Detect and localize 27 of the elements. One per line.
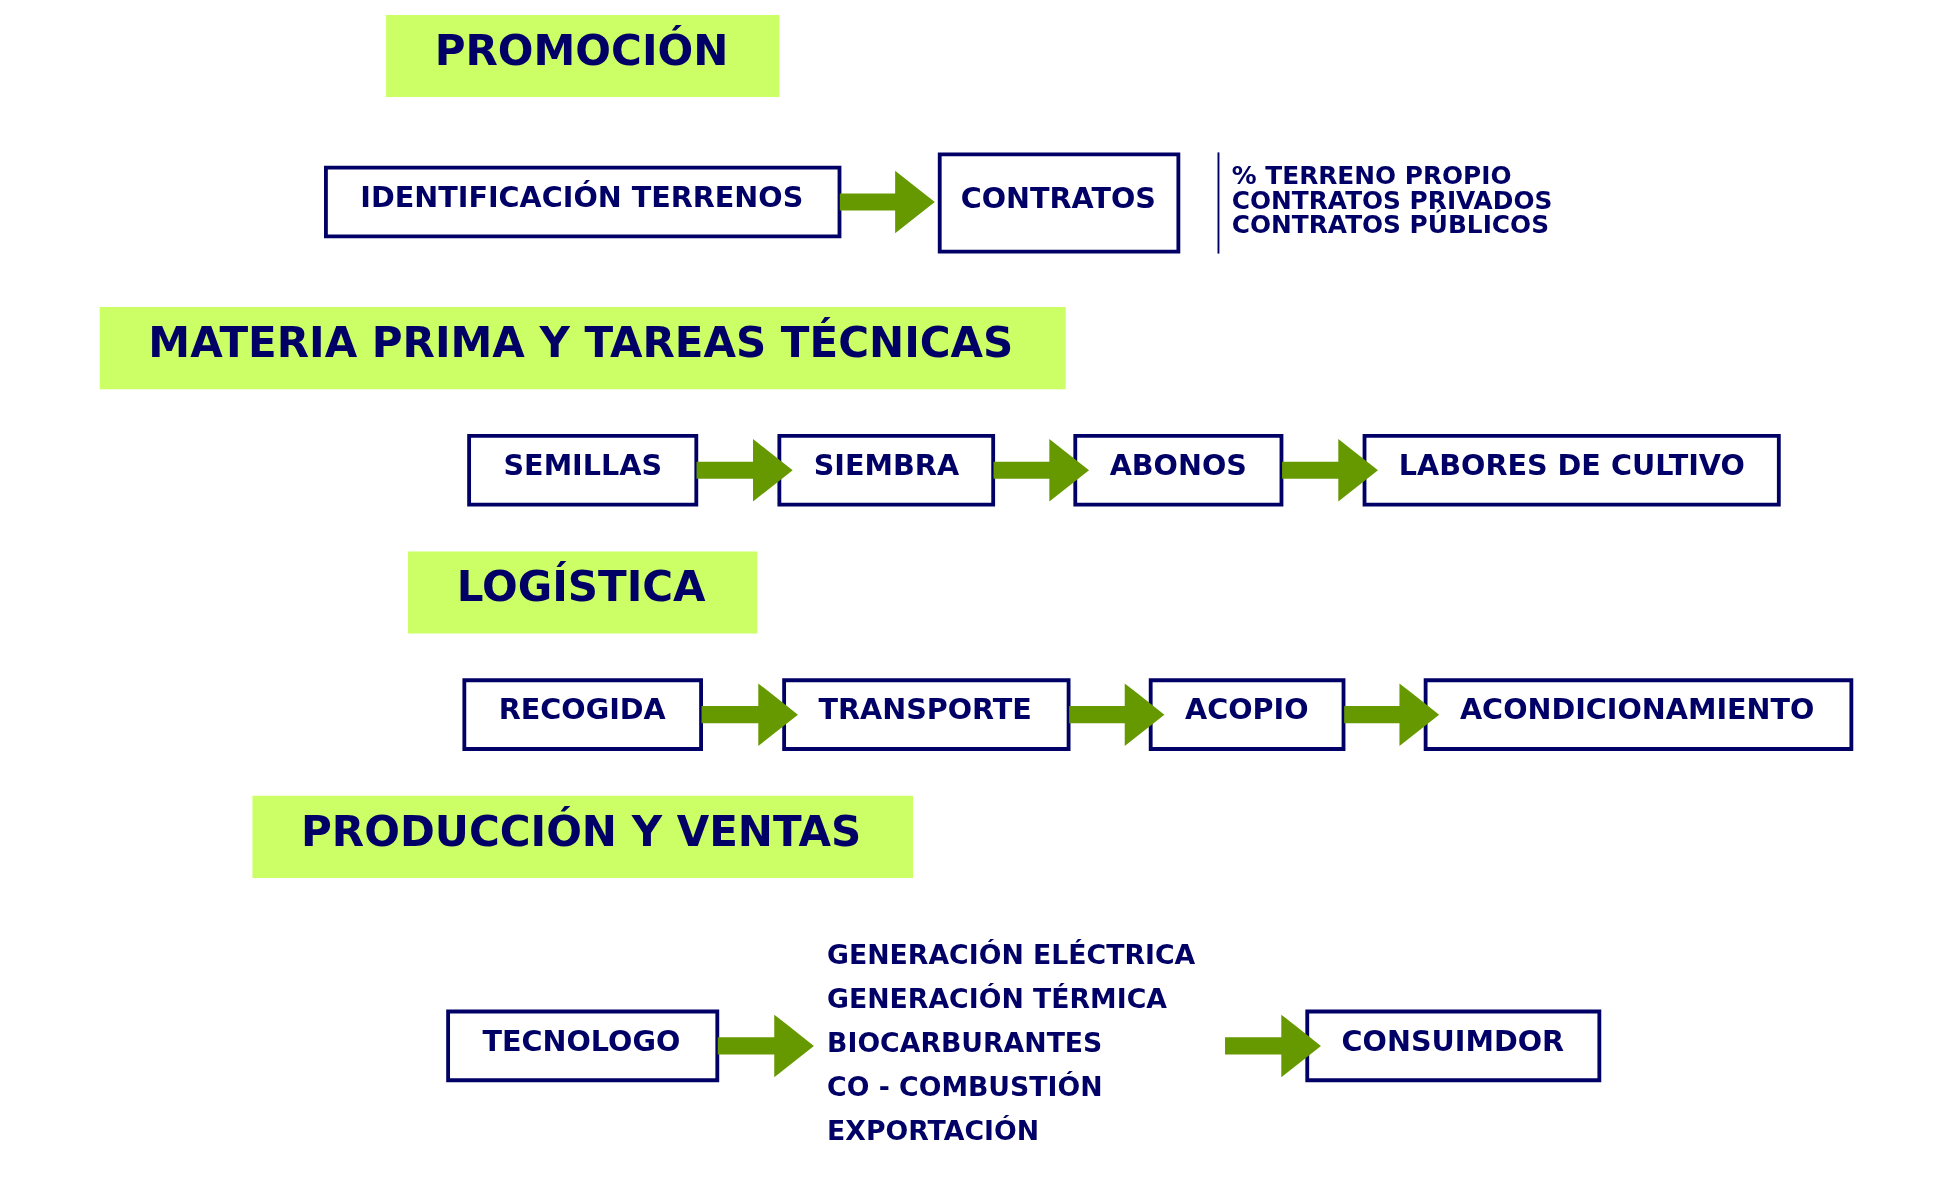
node-box: ACONDICIONAMIENTO	[1423, 678, 1853, 751]
arrow	[696, 439, 793, 502]
arrow	[1281, 439, 1378, 502]
arrow	[839, 170, 935, 234]
node-text: GENERACIÓN ELÉCTRICA GENERACIÓN TÉRMICA BIOCARBURANTES CO - COMBUSTIÓN EXPORTACIÓN	[826, 939, 1195, 1146]
node-box: SEMILLAS	[466, 434, 698, 507]
node-label: CONTRATOS PÚBLICOS	[1231, 210, 1549, 240]
arrow	[993, 439, 1089, 502]
arrow	[1224, 1014, 1321, 1078]
arrow	[1068, 683, 1164, 746]
arrow	[1343, 683, 1439, 746]
node-box: ACOPIO	[1148, 678, 1345, 751]
node-box: TECNOLOGO	[445, 1009, 719, 1083]
arrow	[701, 683, 798, 746]
node-box: SIEMBRA	[776, 434, 995, 507]
node-box: CONSUIMDOR	[1304, 1009, 1601, 1083]
node-box: MATERIA PRIMA Y TAREAS TÉCNICAS	[99, 307, 1066, 390]
node-box: PRODUCCIÓN Y VENTAS	[251, 795, 913, 878]
arrow	[717, 1014, 814, 1078]
node-box: RECOGIDA	[461, 678, 703, 751]
node-box: ABONOS	[1072, 434, 1283, 507]
node-box: LABORES DE CULTIVO	[1362, 434, 1781, 507]
node-box: PROMOCIÓN	[385, 14, 779, 98]
node-box: IDENTIFICACIÓN TERRENOS	[323, 165, 841, 239]
node-label: % TERRENO PROPIO	[1231, 160, 1512, 190]
node-box: LOGÍSTICA	[407, 551, 757, 634]
node-box: TRANSPORTE	[781, 678, 1070, 751]
